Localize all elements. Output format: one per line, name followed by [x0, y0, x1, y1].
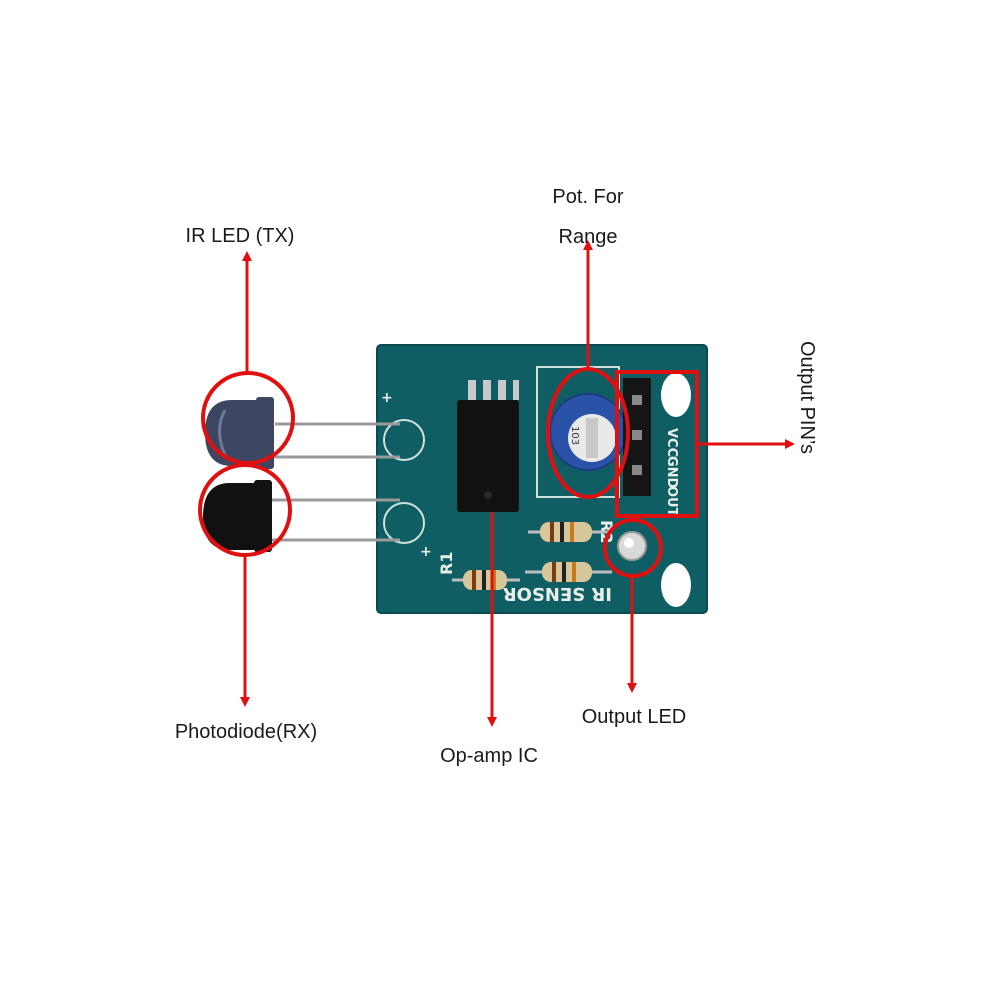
label-output-pins: Output PIN’s [796, 341, 818, 454]
label-pot-line1: Pot. For [552, 186, 623, 208]
pcb-r1-text: R1 [437, 552, 456, 575]
label-output-led: Output LED [582, 706, 687, 728]
pcb-pin-gnd: GND [664, 456, 679, 489]
resistor-r2 [528, 522, 610, 542]
resistor-r1 [452, 570, 520, 590]
potentiometer: 103 [549, 393, 627, 471]
opamp-ic [457, 380, 519, 512]
pot-marking: 103 [569, 426, 580, 445]
ir-led-leads [260, 422, 400, 459]
mounting-hole-top [661, 373, 691, 417]
output-led [617, 531, 647, 561]
pcb-pin-vcc: VCC [664, 428, 679, 457]
annotation-arrows [240, 240, 795, 727]
pcb-title-text: IR SENSOR [503, 583, 612, 604]
pcb-pin-out: OUT [664, 486, 679, 517]
ir-led-component [205, 397, 274, 469]
labels: IR LED (TX) Pot. For Range Output PIN’s … [175, 186, 818, 767]
label-ir-led: IR LED (TX) [186, 225, 295, 247]
label-photodiode: Photodiode(RX) [175, 721, 317, 743]
pcb-plus-bottom: + [420, 544, 432, 560]
photodiode-leads [260, 498, 400, 542]
pcb-plus-top: + [381, 390, 393, 406]
label-opamp: Op-amp IC [440, 745, 538, 767]
photodiode-component [203, 480, 272, 552]
label-pot-line2: Range [559, 226, 618, 248]
mounting-hole-bottom [661, 563, 691, 607]
resistor-mid [525, 562, 612, 582]
